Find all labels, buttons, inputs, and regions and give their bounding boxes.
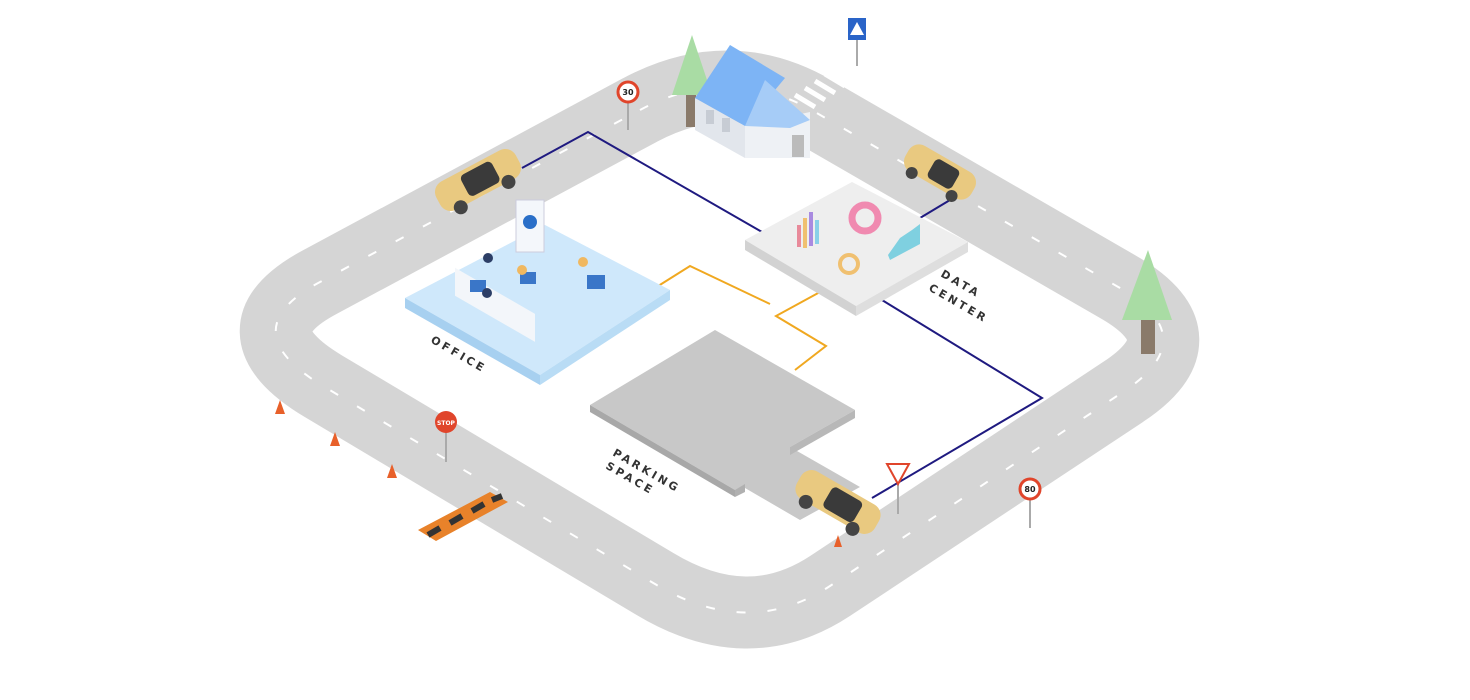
svg-text:30: 30: [622, 88, 634, 97]
power-lines: [654, 264, 828, 371]
tree: [1122, 250, 1172, 354]
road-center-dashes: [274, 85, 1165, 614]
data-center: [745, 182, 968, 316]
car-top-right: [903, 144, 977, 202]
traffic-cones: [275, 400, 842, 547]
crosswalk: [793, 64, 857, 110]
stop-sign: STOP: [435, 411, 457, 462]
bar-chart-icon: [797, 212, 819, 248]
pedestrian-crossing-sign: [848, 18, 866, 66]
speed-bump: [418, 492, 508, 541]
office-building: [405, 199, 670, 385]
car-top-left: [434, 148, 522, 215]
svg-text:80: 80: [1024, 485, 1036, 494]
ring-chart-icon: [838, 253, 860, 275]
house: [672, 35, 810, 158]
area-chart-icon: [888, 224, 920, 260]
donut-chart-icon: [848, 201, 882, 235]
network-lines: [521, 130, 1044, 499]
speed-limit-sign-80: 80: [1018, 477, 1042, 528]
speed-limit-sign-30: 30: [616, 80, 640, 130]
car-bottom: [795, 470, 881, 536]
parking-space: [590, 330, 860, 520]
yield-sign: [885, 463, 911, 514]
svg-text:STOP: STOP: [437, 420, 456, 427]
